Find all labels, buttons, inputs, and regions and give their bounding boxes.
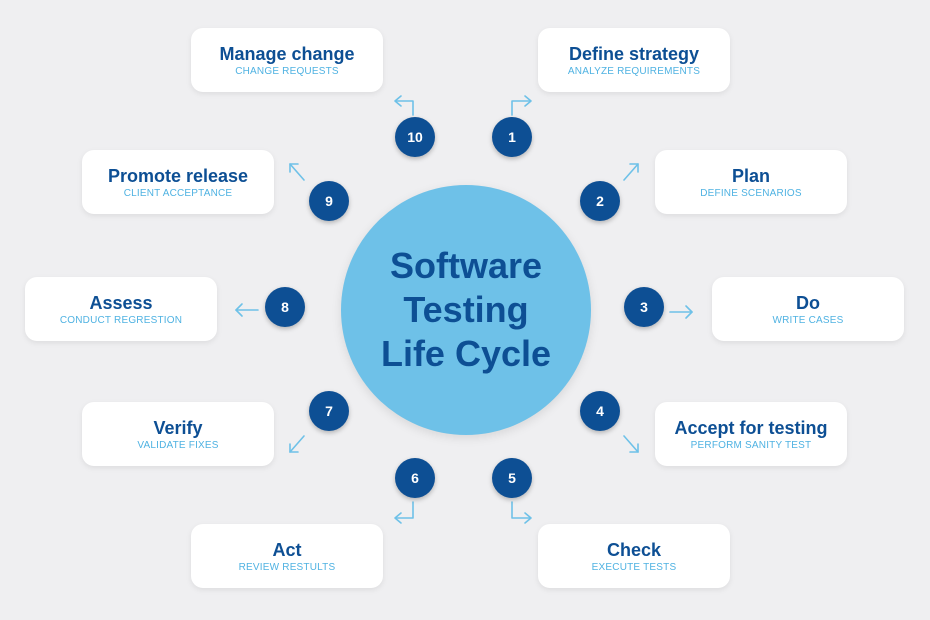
- step-title: Manage change: [219, 44, 355, 64]
- step-subtitle: CLIENT ACCEPTANCE: [123, 188, 233, 199]
- step-number-badge: 1: [492, 117, 532, 157]
- step-number-badge: 4: [580, 391, 620, 431]
- step-title: Accept for testing: [674, 418, 828, 438]
- step-title: Define strategy: [568, 44, 700, 64]
- step-number-badge: 6: [395, 458, 435, 498]
- step-card-define-strategy: Define strategy ANALYZE REQUIREMENTS: [538, 28, 730, 92]
- step-number-badge: 7: [309, 391, 349, 431]
- step-number-badge: 8: [265, 287, 305, 327]
- step-card-promote-release: Promote release CLIENT ACCEPTANCE: [82, 150, 274, 214]
- step-card-assess: Assess CONDUCT REGRESTION: [25, 277, 217, 341]
- step-title: Do: [796, 293, 820, 313]
- step-title: Promote release: [107, 166, 249, 186]
- step-5-arrow-icon: [511, 501, 532, 524]
- step-title: Plan: [731, 166, 770, 186]
- step-subtitle: CONDUCT REGRESTION: [59, 315, 183, 326]
- step-8-arrow-icon: [235, 303, 259, 317]
- step-title: Check: [606, 540, 662, 560]
- step-title: Verify: [153, 418, 203, 438]
- step-subtitle: PERFORM SANITY TEST: [690, 440, 812, 451]
- step-card-plan: Plan DEFINE SCENARIOS: [655, 150, 847, 214]
- step-2-arrow-icon: [623, 163, 639, 181]
- step-card-act: Act REVIEW RESTULTS: [191, 524, 383, 588]
- step-number-badge: 5: [492, 458, 532, 498]
- step-card-verify: Verify VALIDATE FIXES: [82, 402, 274, 466]
- step-card-manage-change: Manage change CHANGE REQUESTS: [191, 28, 383, 92]
- step-6-arrow-icon: [394, 501, 414, 524]
- step-subtitle: VALIDATE FIXES: [137, 440, 219, 451]
- center-title: Software Testing Life Cycle: [380, 245, 552, 374]
- center-circle: Software Testing Life Cycle: [341, 185, 591, 435]
- step-title: Act: [272, 540, 302, 560]
- step-card-check: Check EXECUTE TESTS: [538, 524, 730, 588]
- step-subtitle: ANALYZE REQUIREMENTS: [567, 66, 701, 77]
- step-7-arrow-icon: [289, 435, 305, 453]
- step-number-badge: 3: [624, 287, 664, 327]
- step-card-do: Do WRITE CASES: [712, 277, 904, 341]
- step-subtitle: CHANGE REQUESTS: [235, 66, 339, 77]
- step-1-arrow-icon: [511, 95, 532, 116]
- step-subtitle: DEFINE SCENARIOS: [700, 188, 802, 199]
- step-number-badge: 2: [580, 181, 620, 221]
- step-9-arrow-icon: [289, 163, 305, 181]
- step-card-accept-for-testing: Accept for testing PERFORM SANITY TEST: [655, 402, 847, 466]
- step-10-arrow-icon: [394, 95, 414, 116]
- step-subtitle: EXECUTE TESTS: [591, 562, 677, 573]
- step-number-badge: 9: [309, 181, 349, 221]
- step-4-arrow-icon: [623, 435, 639, 453]
- step-subtitle: WRITE CASES: [772, 315, 844, 326]
- step-3-arrow-icon: [669, 305, 693, 319]
- step-subtitle: REVIEW RESTULTS: [238, 562, 336, 573]
- step-title: Assess: [89, 293, 153, 313]
- step-number-badge: 10: [395, 117, 435, 157]
